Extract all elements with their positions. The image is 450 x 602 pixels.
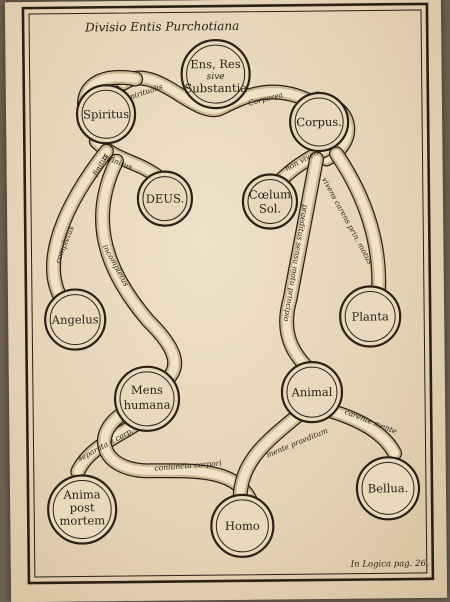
bellua-label: Bellua. — [368, 481, 409, 495]
ribbon-animal-homo — [236, 410, 304, 504]
node-bellua: Bellua. — [355, 456, 421, 521]
node-group: Ens, Res sive Substantia Spiritus Corpus… — [44, 38, 421, 558]
planta-label: Planta — [352, 309, 389, 323]
ribbon-corpus-animal — [282, 155, 321, 379]
node-deus: DEUS. — [136, 170, 194, 227]
ens-line3: Substantia — [184, 81, 247, 96]
ribbon-spiritus-mens — [98, 157, 179, 390]
node-anima: Anima post mortem — [47, 474, 118, 545]
anima-line1: Anima — [62, 487, 100, 501]
node-spiritus: Spiritus — [75, 84, 137, 145]
node-ens: Ens, Res sive Substantia — [180, 38, 251, 110]
ens-line2: sive — [207, 72, 225, 82]
mens-line2: humana — [124, 398, 171, 412]
ribbon-mens-homo — [100, 407, 255, 504]
ribbon-corpus-planta — [332, 149, 383, 303]
inner-frame — [28, 9, 428, 578]
engraved-plate: Divisio Entis Purchotiana Spiritualis Co… — [4, 0, 448, 602]
node-planta: Planta — [339, 285, 402, 348]
ens-line1: Ens, Res — [190, 57, 241, 72]
node-angelus: Angelus — [44, 288, 107, 351]
animal-label: Animal — [290, 385, 332, 399]
homo-label: Homo — [225, 519, 260, 533]
node-coelum: Cœlum Sol. — [241, 173, 299, 230]
anima-line3: mortem — [59, 513, 105, 527]
node-mens: Mens humana — [113, 365, 181, 432]
corpus-label: Corpus. — [296, 115, 342, 129]
coelum-line1: Cœlum — [249, 187, 291, 201]
anima-line2: post — [70, 500, 95, 514]
node-corpus: Corpus. — [289, 91, 350, 153]
diagram-title: Divisio Entis Purchotiana — [84, 19, 239, 35]
spiritus-label: Spiritus — [83, 107, 129, 121]
page-reference: In Logica pag. 26. — [350, 559, 429, 570]
node-animal: Animal — [280, 361, 344, 424]
coelum-line2: Sol. — [259, 201, 281, 215]
angelus-label: Angelus — [51, 312, 99, 327]
division-diagram: Divisio Entis Purchotiana Spiritualis Co… — [21, 2, 435, 585]
ribbon-spiritus-angelus — [49, 147, 111, 306]
outer-frame — [21, 2, 435, 585]
mens-line1: Mens — [131, 383, 163, 397]
deus-label: DEUS. — [146, 191, 185, 205]
node-homo: Homo — [210, 493, 275, 558]
